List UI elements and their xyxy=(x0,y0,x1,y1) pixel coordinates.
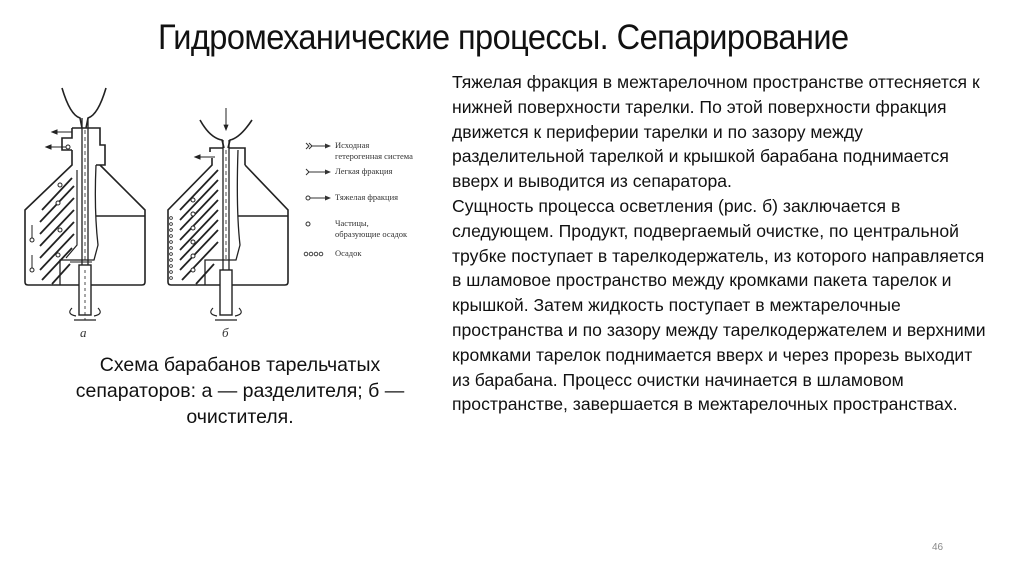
drum-b-drawing xyxy=(167,108,289,321)
figure-caption: Схема барабанов тарельчатых сепараторов:… xyxy=(75,354,405,428)
paragraph: Тяжелая фракция в межтарелочном простран… xyxy=(452,72,980,192)
drum-a-drawing xyxy=(24,87,146,321)
legend-item: Частицы,образующие осадок xyxy=(305,218,445,248)
body-text: Тяжелая фракция в межтарелочном простран… xyxy=(452,70,992,417)
subfigure-label-a: а xyxy=(80,325,87,340)
paragraph: Сущность процесса осветления (рис. б) за… xyxy=(452,195,986,415)
circle-arrow-icon xyxy=(305,195,331,201)
legend-item: Тяжелая фракция xyxy=(305,192,445,218)
small-circle-icon xyxy=(305,221,311,227)
double-chevron-arrow-icon xyxy=(305,142,331,150)
page-number: 46 xyxy=(932,542,944,553)
separator-figure: а б xyxy=(0,70,445,350)
slide-title: Гидромеханические процессы. Сепарировани… xyxy=(158,18,849,57)
legend-item: Осадок xyxy=(303,248,445,274)
separator-drum-diagram xyxy=(24,87,289,321)
chevron-arrow-icon xyxy=(305,168,331,176)
subfigure-label-b: б xyxy=(222,325,229,340)
legend-item: Легкая фракция xyxy=(305,166,445,192)
circle-row-icon xyxy=(303,251,324,257)
